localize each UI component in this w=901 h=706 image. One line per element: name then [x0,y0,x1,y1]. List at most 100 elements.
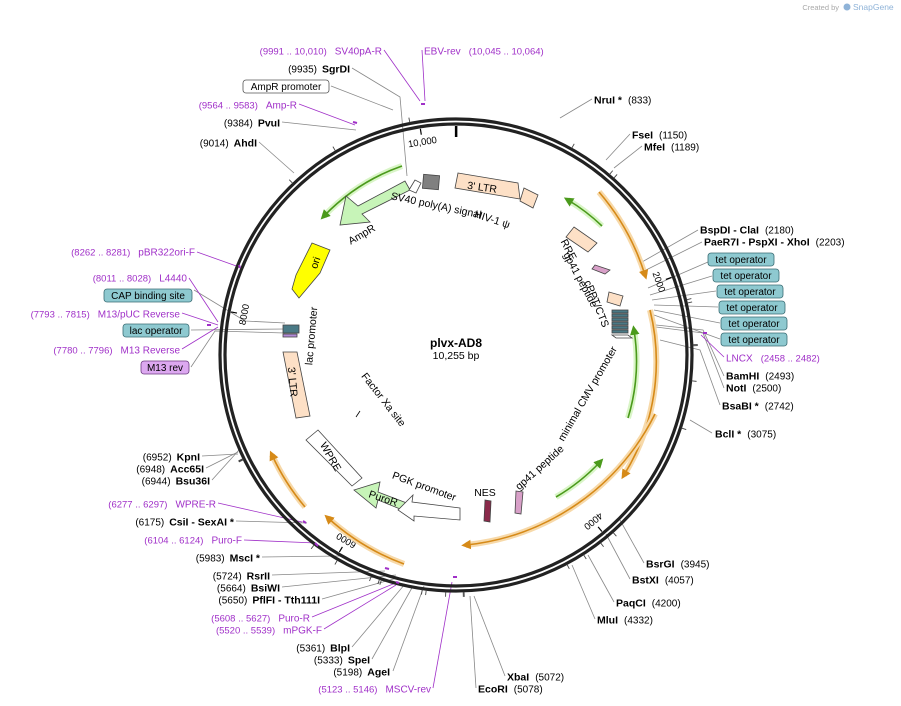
primer-name: MSCV-rev [385,685,431,696]
site-pos: (5078) [514,685,543,696]
site-pos: (5072) [535,673,564,684]
site-mark-pflfi [379,579,382,585]
bp-tick-10000 [419,128,422,135]
site-pos: (1150) [659,131,687,142]
site-mark-bcli [681,427,687,430]
primer-name: M13/pUC Reverse [98,310,181,321]
site-pos: (6175) [135,518,164,529]
site-name: AhdI [234,138,257,150]
features [282,172,634,523]
site-spei: (5333)SpeI [314,655,370,667]
primer-range: (8011 .. 8028) [93,274,151,285]
feature-label-lacprom: lac promoter [303,306,320,366]
primer-l4440-label: (8011 .. 8028) L4440 [93,274,188,285]
site-kpni-label: (6952)KpnI [143,452,200,464]
primer-purof: (6104 .. 6124)Puro-F [144,536,242,547]
site-marks [238,117,698,597]
site-name: PvuI [258,118,280,130]
pgk-promoter-feature [397,493,461,522]
backbone-outer-ring [218,117,694,593]
box-tet4-text: tet operator [726,303,778,314]
site-pos: (9384) [224,119,253,130]
site-pos: (5650) [218,596,247,607]
site-mark-fsei [609,170,614,175]
primer-range: (10,045 .. 10,064) [469,47,544,58]
primer-name: Amp-R [266,101,297,112]
box-tet2: tet operator [712,268,780,283]
watermark-brand: SnapGene [853,2,894,12]
site-xbai: XbaI(5072) [507,672,564,684]
site-mark-paer7i [687,301,693,304]
primer-m13puc: (7793 .. 7815) M13/pUC Reverse [31,310,181,321]
site-pos: (4332) [624,616,653,627]
primer-ampr-label: (9564 .. 9583) Amp-R [199,101,297,112]
rre-feature [565,226,598,253]
site-xbai-label: XbaI(5072) [507,672,564,684]
site-pos: (3075) [747,430,776,441]
site-bsabi: BsaBI *(2742) [722,401,794,413]
feature-label-gp41b: gp41 peptide [513,443,566,493]
bp-tick-label-8000: 8000 [237,303,252,326]
primer-range: (9991 .. 10,010) [260,47,327,58]
site-kpni: (6952)KpnI [143,452,200,464]
site-name: FseI [632,130,653,142]
feature-label-factorxa: Factor Xa site [359,371,408,430]
site-noti: NotI (2500) [726,383,781,395]
primer-puror-label: (5608 .. 5627)Puro-R [211,614,310,625]
bp-tick-6000 [338,546,343,553]
site-bamhi-label: BamHI(2493) [726,371,794,383]
site-name: CsiI - SexAI * [169,517,235,529]
box-lac-operator: lac operator [122,323,190,338]
primer-wprer: (6277 .. 6297)WPRE-R [108,500,216,511]
site-mark-msci [334,559,338,565]
site-mark-spei [425,590,427,596]
primer-range: (7793 .. 7815) [31,310,90,321]
site-pos: (5983) [196,554,225,565]
feature-label-ltr3a-label: 3' LTR [466,180,498,196]
primer-name: L4440 [159,274,187,285]
bp-tick-label-2000: 2000 [650,270,668,294]
box-lac-operator-text: lac operator [130,326,183,337]
primer-name: SV40pA-R [335,47,382,58]
site-fsei: FseI (1150) [632,130,687,142]
site-mark-ahdi [288,179,293,184]
site-name: NotI [726,383,746,395]
site-bsrgi-label: BsrGI(3945) [646,559,710,571]
feature-label-ltr3b-label: 3' LTR [285,367,300,398]
primer-pbr322-label: (8262 .. 8281)pBR322ori-F [71,248,195,259]
site-csii-label: (6175) CsiI - SexAI * [135,517,235,529]
site-mark-sgrdi [408,117,411,123]
site-ahdi-label: (9014)AhdI [200,138,257,150]
primer-sv40pa: (9991 .. 10,010) SV40pA-R [260,47,382,58]
feature-label-mincmv: minimal CMV promoter [556,344,620,443]
primer-m13rev: (7780 .. 7796)M13 Reverse [53,346,180,357]
site-name: MscI * [230,553,261,565]
bp-tick-8000 [230,311,238,314]
site-name: BamHI [726,371,759,383]
primer-name: M13 Reverse [121,346,181,357]
primer-range: (9564 .. 9583) [199,101,258,112]
box-ampr-promoter: AmpR promoter [242,79,330,94]
box-tet1-frame [707,252,775,267]
primer-range: (6277 .. 6297) [108,500,167,511]
primer-range: (5608 .. 5627) [211,614,270,625]
site-blpi-label: (5361)BlpI [296,643,350,655]
primer-mscvrev: (5123 .. 5146)MSCV-rev [318,685,431,696]
site-mark-blpi [421,589,423,595]
site-pos: (2500) [752,384,781,395]
site-mark-acc65i [238,458,244,462]
plasmid-backbone [218,117,694,593]
site-name: PaqCI [616,598,646,610]
box-ampr-promoter-text: AmpR promoter [251,82,322,93]
primer-mpgkf: (5520 .. 5539)mPGK-F [216,626,322,637]
box-m13-rev: M13 rev [140,360,190,375]
primer-wprer-label: (6277 .. 6297)WPRE-R [108,500,216,511]
site-mark-bsu36i [238,459,244,463]
site-pos: (6944) [142,477,171,488]
box-tet3-text: tet operator [724,287,776,298]
site-pos: (6948) [136,465,165,476]
site-bcli: BclI *(3075) [715,429,776,441]
primer-ebv: EBV-rev(10,045 .. 10,064) [424,47,544,58]
site-mark-mfei [613,174,618,179]
